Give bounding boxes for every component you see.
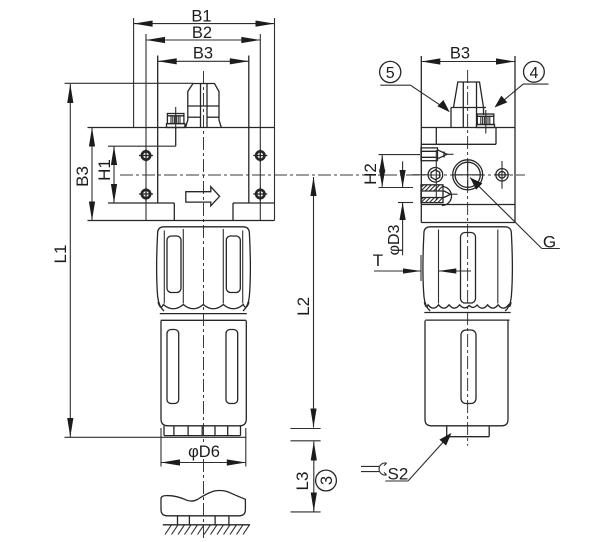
svg-text:B2: B2 xyxy=(192,24,212,42)
svg-text:3: 3 xyxy=(318,476,336,485)
svg-text:H2: H2 xyxy=(361,163,380,185)
svg-text:L1: L1 xyxy=(51,245,70,264)
svg-text:T: T xyxy=(373,251,383,270)
svg-text:L2: L2 xyxy=(294,297,313,316)
svg-text:B3: B3 xyxy=(193,45,213,63)
svg-text:B3: B3 xyxy=(450,45,470,63)
svg-text:φD6: φD6 xyxy=(188,443,220,461)
svg-text:L3: L3 xyxy=(293,472,312,491)
svg-text:S2: S2 xyxy=(388,465,409,484)
svg-text:G: G xyxy=(543,233,556,252)
svg-text:5: 5 xyxy=(386,65,395,82)
svg-text:φD3: φD3 xyxy=(386,224,403,255)
svg-text:B1: B1 xyxy=(191,8,211,26)
svg-text:B3: B3 xyxy=(73,166,92,187)
svg-text:4: 4 xyxy=(529,65,538,82)
svg-text:H1: H1 xyxy=(95,159,114,181)
